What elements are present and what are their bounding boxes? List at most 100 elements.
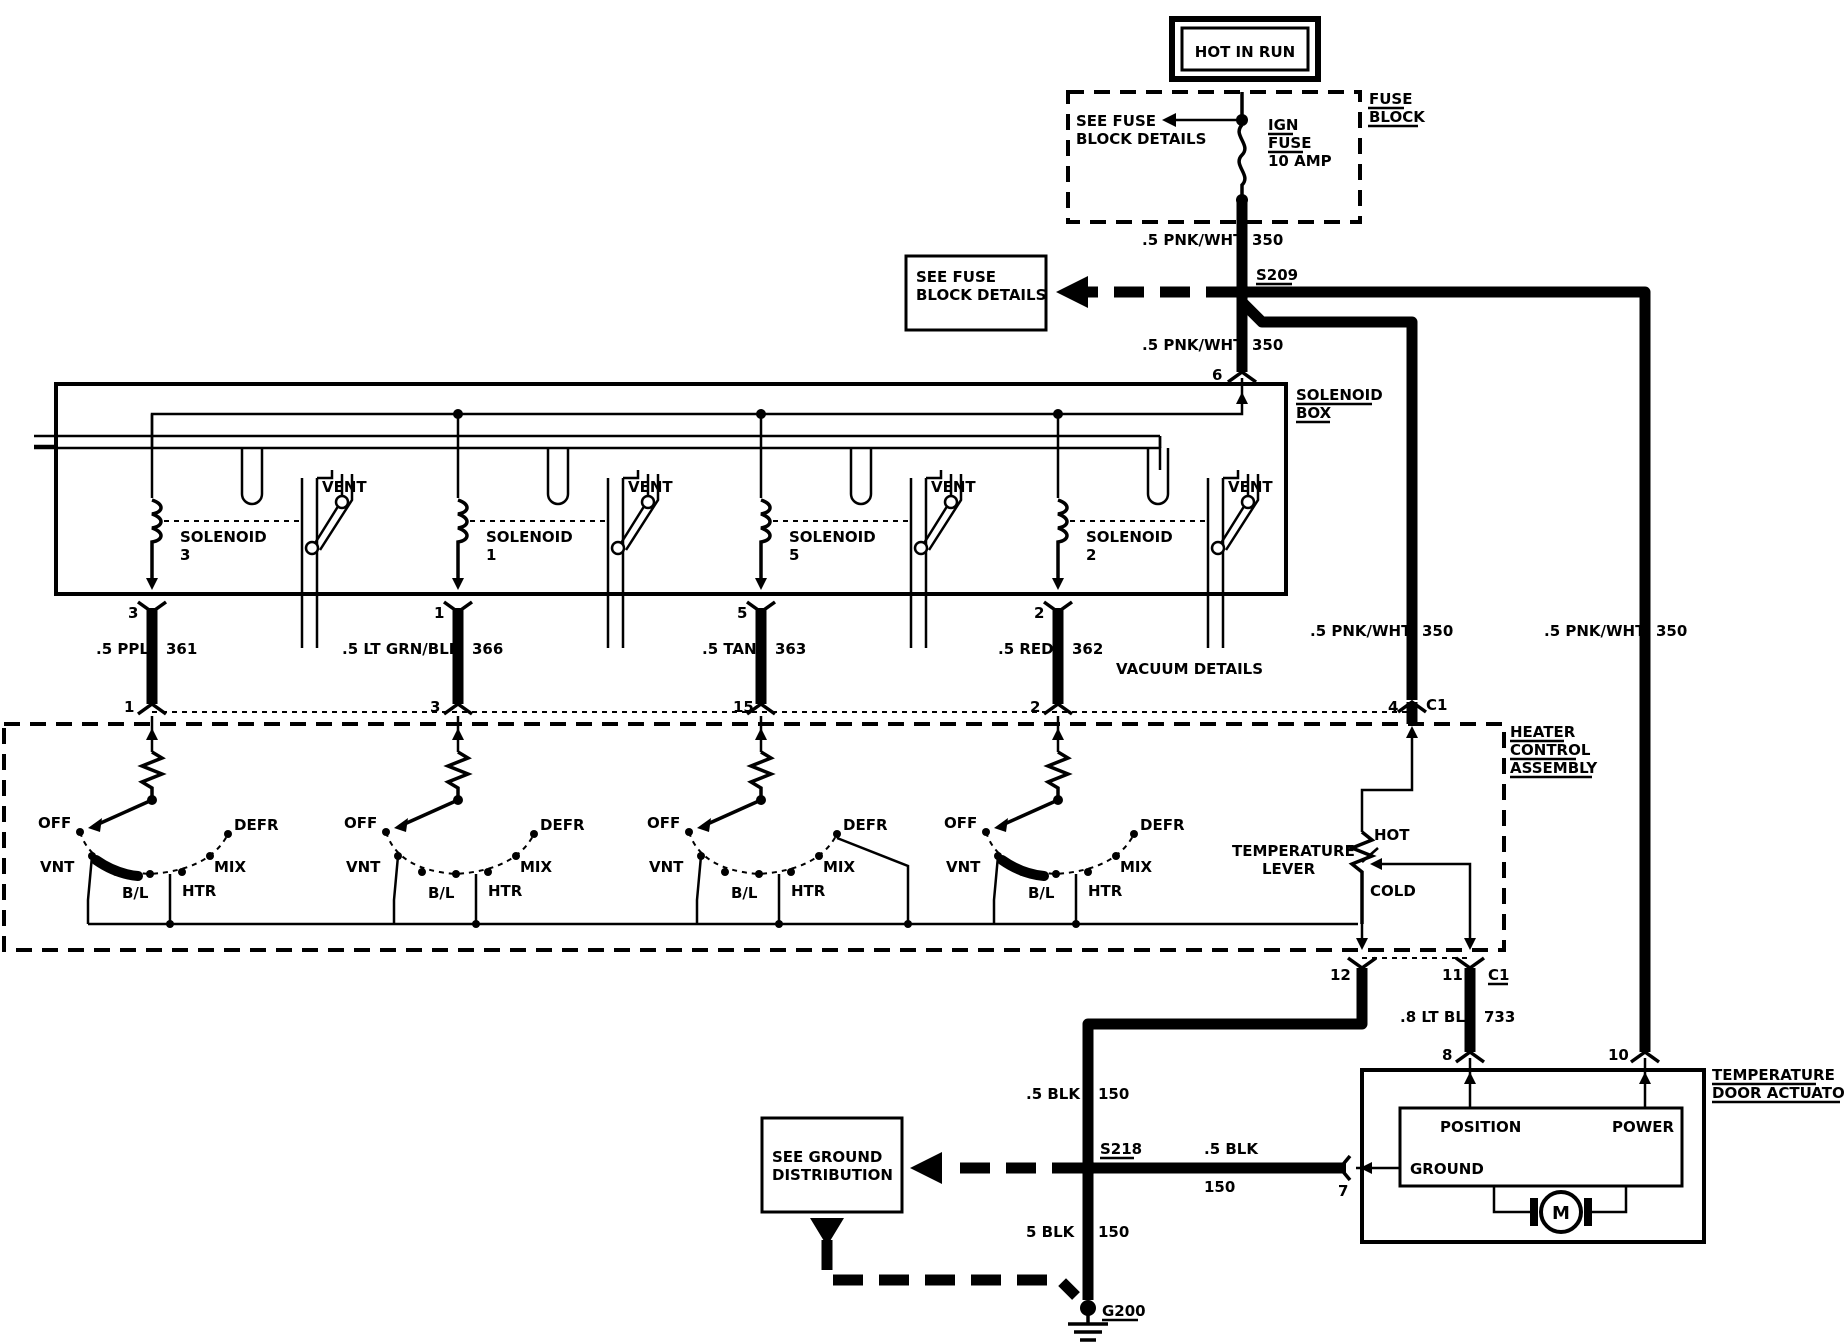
motor-label: M	[1552, 1203, 1570, 1224]
label-off: OFF	[38, 814, 71, 832]
fuse-block-label-2: BLOCK	[1369, 108, 1426, 126]
heater-control-assembly: HEATER CONTROL ASSEMBLY C1	[2, 696, 1598, 952]
solenoid-number: 3	[180, 546, 190, 564]
w350-top-num: 350	[1252, 231, 1283, 249]
pin-4: 4	[1388, 698, 1398, 716]
w150b-num: 150	[1204, 1178, 1235, 1196]
solenoid-label: SOLENOID	[789, 528, 876, 546]
solenoid-label: SOLENOID	[180, 528, 267, 546]
label-off: OFF	[344, 814, 377, 832]
hca-pin: 2	[1030, 698, 1040, 716]
ground-icon	[1068, 1308, 1108, 1342]
hca-label-3: ASSEMBLY	[1510, 759, 1598, 777]
see-ground-1: SEE GROUND	[772, 1148, 882, 1166]
label-mix: MIX	[823, 858, 856, 876]
arrow-icon-ground	[910, 1152, 942, 1184]
label-mix: MIX	[214, 858, 247, 876]
splice-s209-label: S209	[1256, 266, 1298, 284]
solenoid-label: SOLENOID	[486, 528, 573, 546]
resistor-icon	[746, 750, 776, 800]
fuse-icon	[1237, 123, 1247, 200]
actuator-power: POWER	[1612, 1118, 1675, 1136]
label-htr: HTR	[791, 882, 826, 900]
pin-12: 12	[1330, 966, 1351, 984]
wire-number: 361	[166, 640, 197, 658]
resistor-icon	[443, 750, 473, 800]
w350-act-num: 350	[1656, 622, 1687, 640]
wire-number: 362	[1072, 640, 1103, 658]
see-fuse-box-1: SEE FUSE	[916, 268, 996, 286]
w350-mid-gauge: .5 PNK/WHT	[1142, 336, 1244, 354]
see-fuse-details-2: BLOCK DETAILS	[1076, 130, 1206, 148]
bilevel-contact	[91, 855, 143, 881]
label-defr: DEFR	[540, 816, 585, 834]
solenoid-pin: 5	[737, 604, 747, 622]
label-vnt: VNT	[40, 858, 75, 876]
wire-number: 363	[775, 640, 806, 658]
actuator-pin-10: 10	[1608, 1046, 1629, 1064]
wire-150-ground	[1082, 968, 1368, 1300]
vent-label: VENT	[1228, 478, 1273, 496]
motor-icon	[1539, 1190, 1583, 1234]
ign-fuse-1: IGN	[1268, 116, 1298, 134]
w150c-num: 150	[1098, 1223, 1129, 1241]
label-vnt: VNT	[946, 858, 981, 876]
hot-in-run-box: HOT IN RUN	[1169, 16, 1321, 82]
solenoid-number: 2	[1086, 546, 1096, 564]
label-bl: B/L	[122, 884, 149, 902]
solenoid-box: SOLENOID BOX 6	[34, 366, 1383, 596]
temp-lever-resistor	[1347, 830, 1377, 924]
coil-icon	[1056, 498, 1069, 582]
switch-arm	[399, 798, 459, 828]
coil-icon	[759, 498, 772, 582]
solenoid-pin-6: 6	[1212, 366, 1222, 384]
switch-arm	[93, 798, 153, 828]
w350-c1-gauge: .5 PNK/WHT	[1310, 622, 1412, 640]
w733-gauge: .8 LT BLU	[1400, 1008, 1477, 1026]
hca-pin: 3	[430, 698, 440, 716]
actuator-label-2: DOOR ACTUATOR	[1712, 1084, 1846, 1102]
actuator-ground: GROUND	[1410, 1160, 1484, 1178]
vent-label: VENT	[322, 478, 367, 496]
hot-in-run-label: HOT IN RUN	[1195, 43, 1295, 61]
label-vnt: VNT	[649, 858, 684, 876]
w350-c1-num: 350	[1422, 622, 1453, 640]
actuator-pin-8: 8	[1442, 1046, 1452, 1064]
w350-top-gauge: .5 PNK/WHT	[1142, 231, 1244, 249]
label-mix: MIX	[1120, 858, 1153, 876]
see-fuse-box: SEE FUSE BLOCK DETAILS	[904, 254, 1048, 332]
label-htr: HTR	[182, 882, 217, 900]
temp-lever-1: TEMPERATURE	[1232, 842, 1355, 860]
temperature-lever: 4 TEMPERATURE LEVER HOT COLD 12 11 C1	[1232, 698, 1509, 986]
label-htr: HTR	[1088, 882, 1123, 900]
w150a-num: 150	[1098, 1085, 1129, 1103]
label-mix: MIX	[520, 858, 553, 876]
actuator-label-1: TEMPERATURE	[1712, 1066, 1835, 1084]
label-bl: B/L	[428, 884, 455, 902]
wire-350-to-c1	[1238, 298, 1418, 700]
label-vnt: VNT	[346, 858, 381, 876]
w350-mid-num: 350	[1252, 336, 1283, 354]
label-defr: DEFR	[1140, 816, 1185, 834]
wire-gauge: .5 LT GRN/BLK	[342, 640, 462, 658]
w733-num: 733	[1484, 1008, 1515, 1026]
label-bl: B/L	[731, 884, 758, 902]
w150a-gauge: .5 BLK	[1026, 1085, 1081, 1103]
label-off: OFF	[944, 814, 977, 832]
resistor-icon	[1043, 750, 1073, 800]
label-off: OFF	[647, 814, 680, 832]
arrow-icon	[1056, 276, 1088, 308]
vacuum-details: VACUUM DETAILS	[1116, 660, 1263, 678]
hca-pin: 15	[733, 698, 754, 716]
bilevel-contact	[997, 855, 1049, 881]
defr-link	[836, 836, 910, 924]
solenoid-label: SOLENOID	[1086, 528, 1173, 546]
temperature-door-actuator: TEMPERATURE DOOR ACTUATOR POSITION POWER…	[1356, 1046, 1846, 1244]
w350-act-gauge: .5 PNK/WHT	[1544, 622, 1646, 640]
hca-pin: 1	[124, 698, 134, 716]
